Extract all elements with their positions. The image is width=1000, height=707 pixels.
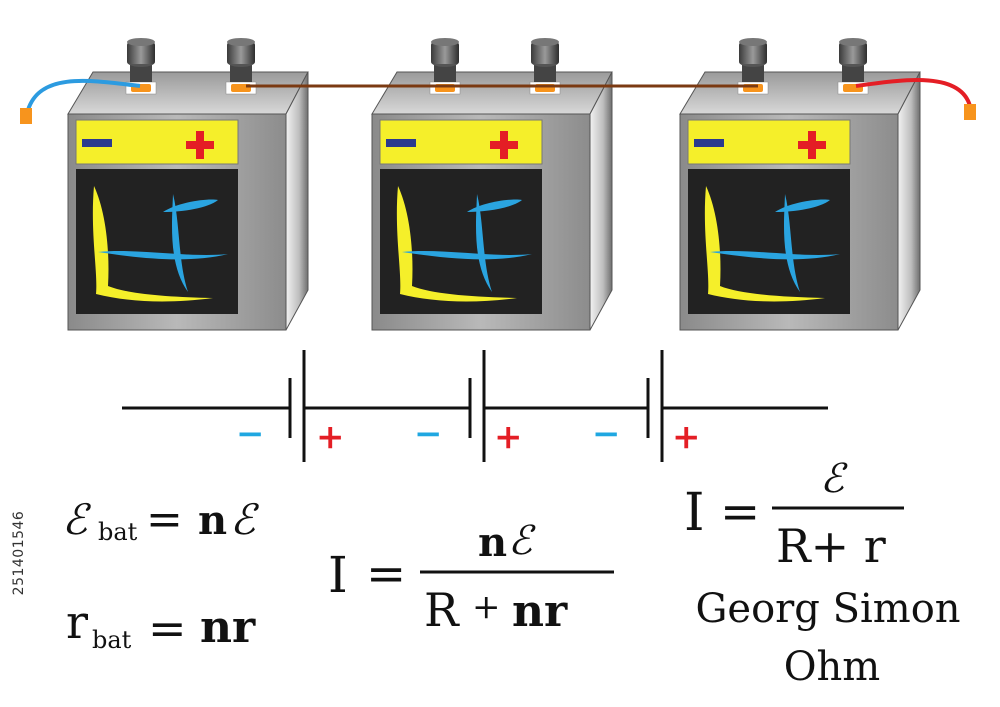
emf-symbol-2: ℰ: [230, 495, 260, 544]
stock-id-label-wrapper: 251401546: [4, 470, 27, 640]
series-current-formula: I = n ℰ R + nr: [328, 518, 614, 637]
ohm-current-I: I: [684, 483, 705, 543]
caption-line-2: Ohm: [784, 644, 880, 690]
ohm-current-denominator: R+ r: [776, 519, 886, 573]
ohm-current-formula: I = ℰ R+ r: [684, 456, 904, 573]
emf-symbol: ℰ: [62, 495, 92, 544]
series-circuit-symbol: [122, 350, 828, 462]
series-current-equals: =: [366, 546, 406, 602]
negative-lead-wire: [26, 78, 141, 111]
series-current-den-plus: +: [472, 587, 501, 627]
resistance-equals: =: [148, 601, 187, 655]
caption-line-1: Georg Simon: [695, 586, 960, 632]
caption: Georg Simon Ohm: [695, 586, 960, 690]
emf-n: n: [198, 497, 227, 544]
emf-formula: ℰ bat = n ℰ: [62, 494, 260, 546]
series-current-den-R: R: [424, 583, 460, 637]
ohm-current-num-E: ℰ: [820, 456, 848, 502]
emf-subscript: bat: [98, 518, 138, 546]
series-current-I: I: [328, 546, 348, 604]
cell-1-minus-label: −: [236, 414, 265, 454]
circuit-polarity-labels: − + − + − +: [236, 414, 701, 457]
cell-3-minus-label: −: [592, 414, 621, 454]
resistance-nr: nr: [200, 602, 256, 653]
resistance-formula: r bat = nr: [66, 595, 256, 655]
cell-1-plus-label: +: [316, 417, 345, 457]
positive-lead-wire: [855, 78, 972, 107]
stock-id-label: 251401546: [11, 510, 27, 596]
cell-2-minus-label: −: [414, 414, 443, 454]
resistance-subscript: bat: [92, 626, 132, 654]
ohm-current-equals: =: [720, 484, 760, 540]
cell-3-plus-label: +: [672, 417, 701, 457]
series-current-num-n: n: [478, 519, 507, 566]
series-current-num-E: ℰ: [508, 518, 536, 564]
battery-2: [371, 37, 613, 331]
cell-2-plus-label: +: [494, 417, 523, 457]
resistance-r: r: [66, 595, 88, 649]
series-current-den-nr: nr: [512, 586, 568, 637]
emf-equals: =: [146, 494, 183, 545]
